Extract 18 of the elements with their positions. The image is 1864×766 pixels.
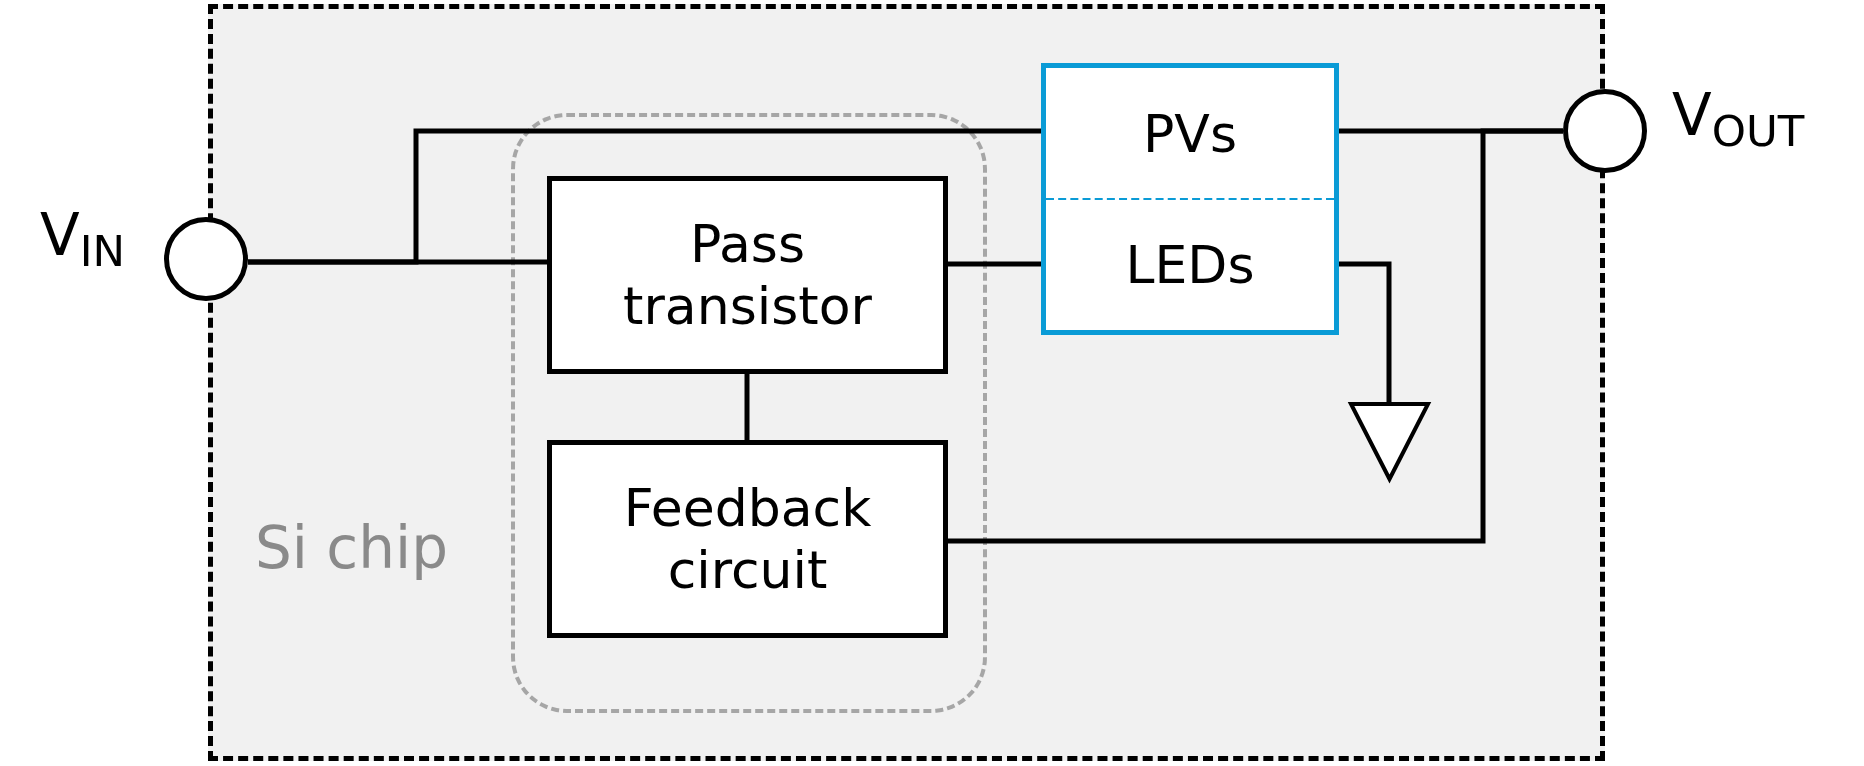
device-box: [1041, 63, 1339, 335]
ground-symbol: [1349, 402, 1430, 481]
box-label: Pass transistor: [622, 212, 873, 338]
box-label: LEDs: [1125, 233, 1255, 297]
box-section: [1041, 200, 1339, 335]
wire: [948, 261, 1041, 267]
chip-region: [208, 4, 1605, 761]
wire: [248, 128, 1041, 265]
process-box: [547, 440, 948, 638]
box-section: [1041, 63, 1339, 200]
group-outline: [511, 113, 987, 713]
wire: [948, 128, 1563, 544]
box-label: PVs: [1143, 102, 1237, 166]
process-box: [547, 176, 948, 374]
box-label: Feedback circuit: [622, 476, 873, 602]
wire: [1339, 261, 1392, 404]
terminal-label: V$_{IN}$: [40, 206, 126, 264]
wire: [744, 374, 750, 440]
